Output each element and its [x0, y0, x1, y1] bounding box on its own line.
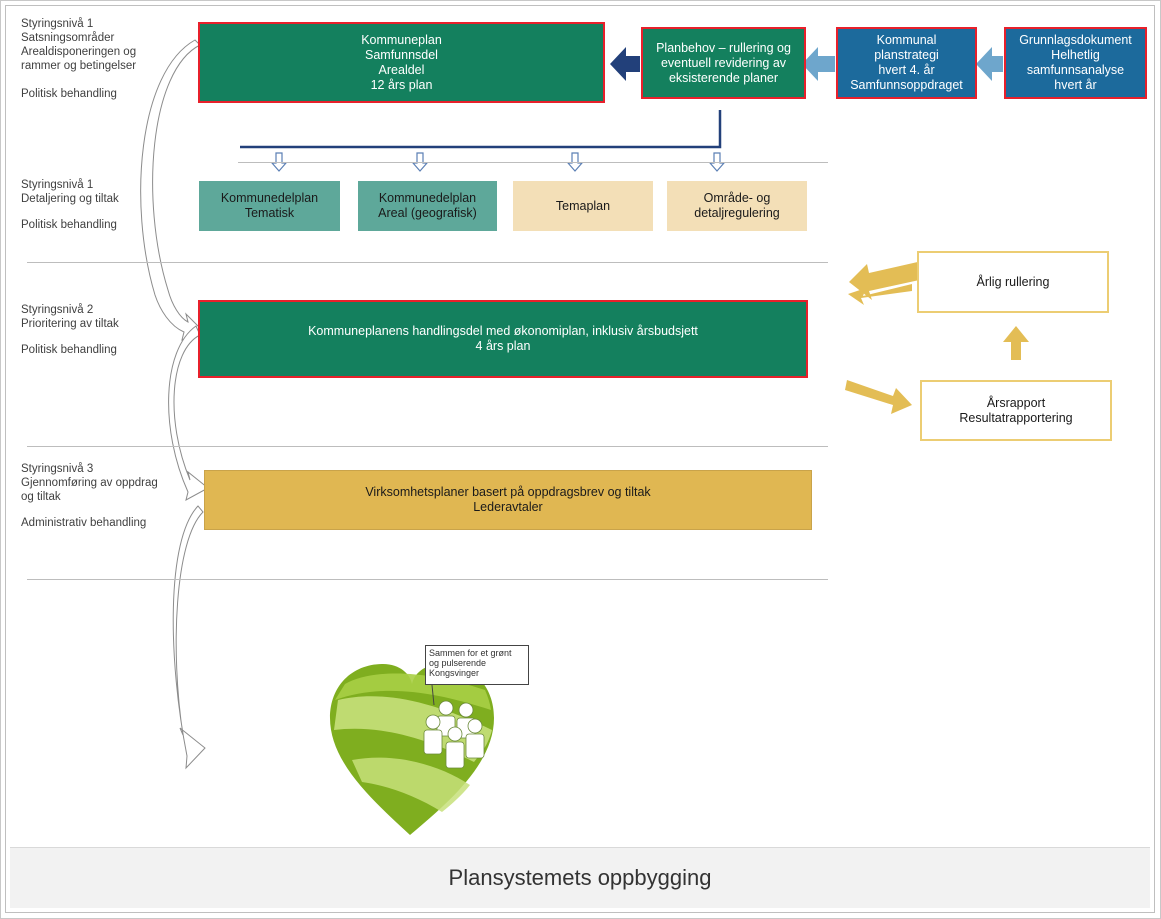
level-title: Styringsnivå 1 [21, 18, 94, 30]
curved-arrow-2 [168, 325, 209, 501]
kommunedelplan-tematisk-box: Kommunedelplan Tematisk [199, 181, 340, 231]
box-line: Kommunedelplan [378, 191, 477, 205]
box-line: Kommunedelplan [220, 191, 319, 205]
box-line: Lederavtaler [473, 500, 543, 514]
level-treatment: Politisk behandling [21, 219, 117, 231]
temaplan-box: Temaplan [513, 181, 653, 231]
level-line: Satsningsområder [21, 32, 115, 44]
level-title: Styringsnivå 2 [21, 304, 94, 316]
box-line: Tematisk [244, 206, 295, 220]
box-line: Samfunnsdel [365, 47, 438, 62]
arlig-rullering-box: Årlig rullering [917, 251, 1109, 313]
level-treatment: Politisk behandling [21, 88, 117, 100]
box-line: Areal (geografisk) [378, 206, 477, 220]
level-treatment: Politisk behandling [21, 344, 117, 356]
arrow-to-arlig [1003, 326, 1029, 360]
separator-3 [27, 446, 828, 447]
callout-line: og pulserende [429, 658, 487, 668]
box-line: Årlig rullering [976, 274, 1050, 289]
kommuneplan-box: Kommuneplan Samfunnsdel Arealdel 12 års … [198, 22, 605, 103]
box-line: hvert år [1054, 78, 1097, 92]
curved-arrow-1 [140, 39, 203, 341]
arrow-to-planbehov [802, 47, 835, 81]
box-line: Resultatrapportering [959, 410, 1073, 425]
callout-line: Kongsvinger [429, 668, 480, 678]
box-line: 12 års plan [370, 77, 433, 92]
level-line: Detaljering og tiltak [21, 193, 119, 205]
level-title: Styringsnivå 1 [21, 179, 94, 191]
box-line: Samfunnsoppdraget [850, 78, 963, 92]
level-line: Gjennomføring av oppdrag [21, 477, 158, 489]
figure-caption: Plansystemets oppbygging [10, 847, 1150, 908]
level-3-label: Styringsnivå 3 Gjennomføring av oppdrag … [21, 462, 158, 530]
box-line: 4 års plan [475, 339, 531, 353]
level-1-label: Styringsnivå 1 Satsningsområder Arealdis… [21, 17, 136, 101]
virksomhetsplaner-box: Virksomhetsplaner basert på oppdragsbrev… [204, 470, 812, 530]
box-line: Planbehov – rullering og [656, 40, 791, 55]
box-line: Grunnlagsdokument [1019, 33, 1132, 47]
arrow-to-planstrategi [976, 47, 1003, 81]
level-2-label: Styringsnivå 2 Prioritering av tiltak Po… [21, 303, 119, 357]
arrow-to-arsrapport [845, 380, 912, 414]
level-1b-label: Styringsnivå 1 Detaljering og tiltak Pol… [21, 178, 119, 232]
heart-logo [330, 664, 494, 835]
box-line: Kommuneplanens handlingsdel med økonomip… [308, 324, 698, 338]
level-treatment: Administrativ behandling [21, 517, 147, 529]
curved-arrow-3 [172, 505, 206, 770]
box-line: eksisterende planer [668, 70, 779, 85]
arsrapport-box: Årsrapport Resultatrapportering [920, 380, 1112, 441]
logo-callout: Sammen for et grønt og pulserende Kongsv… [425, 645, 529, 685]
distribution-line [240, 110, 722, 149]
box-line: Arealdel [378, 62, 425, 77]
inner-frame [5, 5, 1155, 913]
box-line: Helhetlig [1051, 48, 1100, 62]
box-line: Virksomhetsplaner basert på oppdragsbrev… [365, 485, 651, 499]
planstrategi-box: Kommunal planstrategi hvert 4. år Samfun… [836, 27, 977, 99]
separator-2 [27, 262, 828, 263]
level-line: og tiltak [21, 491, 61, 503]
box-line: Temaplan [555, 198, 611, 213]
box-line: Årsrapport [986, 395, 1046, 410]
level-line: Arealdisponeringen og [21, 46, 137, 58]
box-line: Kommuneplan [361, 32, 442, 47]
separator-1 [238, 162, 828, 163]
handlingsdel-box: Kommuneplanens handlingsdel med økonomip… [198, 300, 808, 378]
box-line: hvert 4. år [878, 63, 935, 77]
box-line: samfunnsanalyse [1026, 63, 1125, 77]
planbehov-box: Planbehov – rullering og eventuell revid… [641, 27, 806, 99]
box-line: Kommunal [876, 33, 937, 47]
callout-line: Sammen for et grønt [429, 648, 512, 658]
separator-4 [27, 579, 828, 580]
omrade-detaljregulering-box: Område- og detaljregulering [667, 181, 807, 231]
box-line: Område- og [703, 191, 771, 205]
gold-arrow-left [849, 261, 924, 300]
grunnlag-box: Grunnlagsdokument Helhetlig samfunnsanal… [1004, 27, 1147, 99]
level-line: Prioritering av tiltak [21, 318, 119, 330]
arrow-to-kommuneplan [610, 47, 640, 81]
level-title: Styringsnivå 3 [21, 463, 94, 475]
level-line: rammer og betingelser [21, 60, 137, 72]
kommunedelplan-areal-box: Kommunedelplan Areal (geografisk) [358, 181, 497, 231]
box-line: eventuell revidering av [660, 55, 787, 70]
box-line: detaljregulering [694, 206, 780, 220]
box-line: planstrategi [874, 48, 939, 62]
curved-arrows [140, 39, 209, 770]
